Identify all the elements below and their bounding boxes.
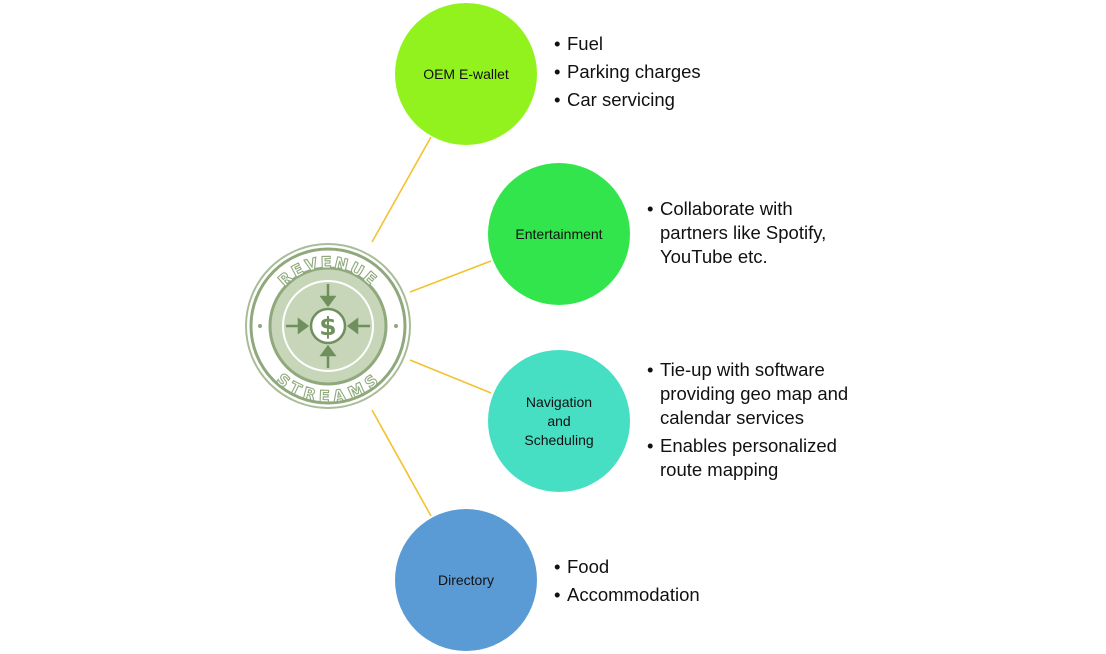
list-item: Tie-up with software providing geo map a…	[647, 358, 879, 430]
node-label: Directory	[437, 571, 494, 588]
arrows-in-icon	[286, 284, 370, 368]
list-item: Accommodation	[554, 581, 700, 609]
connector-oem	[371, 136, 432, 243]
list-item: Collaborate with partners like Spotify, …	[647, 197, 862, 269]
node-navigation-scheduling: Navigation and Scheduling	[488, 350, 630, 492]
node-directory: Directory	[395, 509, 537, 651]
bullets-oem-ewallet: Fuel Parking charges Car servicing	[554, 30, 701, 114]
node-oem-ewallet: OEM E-wallet	[395, 3, 537, 145]
node-entertainment: Entertainment	[488, 163, 630, 305]
connector-entertainment	[409, 260, 492, 293]
list-item: Car servicing	[554, 86, 701, 114]
dollar-icon: $	[319, 312, 336, 341]
node-label-line: Navigation	[525, 393, 593, 410]
list-item: Fuel	[554, 30, 701, 58]
list-item: Enables personalized route mapping	[647, 434, 879, 482]
revenue-streams-emblem: $ REVENUE STREAMS	[244, 242, 412, 410]
list-item: Food	[554, 553, 700, 581]
bullets-directory: Food Accommodation	[554, 553, 700, 609]
node-label-line: and	[547, 412, 571, 429]
bullets-entertainment: Collaborate with partners like Spotify, …	[647, 197, 862, 269]
connector-navigation	[409, 359, 492, 394]
node-label-line: Scheduling	[524, 431, 594, 448]
connector-directory	[371, 409, 432, 517]
node-label: Entertainment	[515, 225, 603, 242]
node-label: OEM E-wallet	[423, 65, 509, 82]
bullets-navigation-scheduling: Tie-up with software providing geo map a…	[647, 358, 879, 482]
list-item: Parking charges	[554, 58, 701, 86]
